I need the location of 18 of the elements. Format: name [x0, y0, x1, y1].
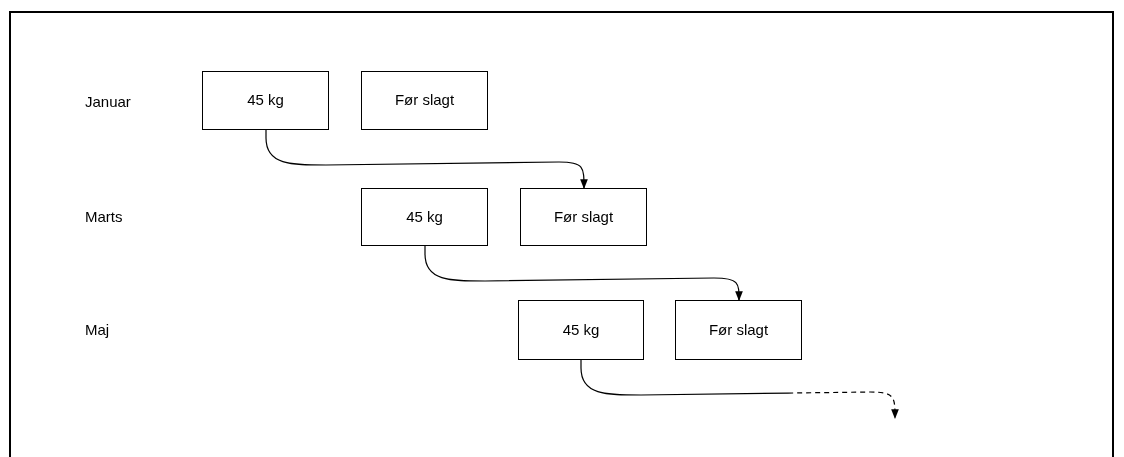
arrow — [424, 245, 743, 301]
box-text: 45 kg — [247, 90, 284, 111]
box-text: Før slagt — [553, 206, 614, 227]
process-box — [202, 71, 329, 130]
box-text: Før slagt — [394, 90, 455, 111]
arrow — [265, 129, 588, 189]
process-box — [520, 188, 647, 246]
process-box — [518, 300, 644, 360]
box-text: 45 kg — [562, 319, 600, 340]
process-box — [361, 71, 488, 130]
row-label: Marts — [85, 208, 123, 226]
row-label: Maj — [85, 321, 110, 339]
box-text: 45 kg — [406, 206, 443, 227]
process-box — [361, 188, 488, 246]
arrow — [580, 359, 899, 419]
box-text: Før slagt — [708, 319, 769, 340]
row-label: Januar — [85, 93, 131, 111]
process-box — [675, 300, 802, 360]
